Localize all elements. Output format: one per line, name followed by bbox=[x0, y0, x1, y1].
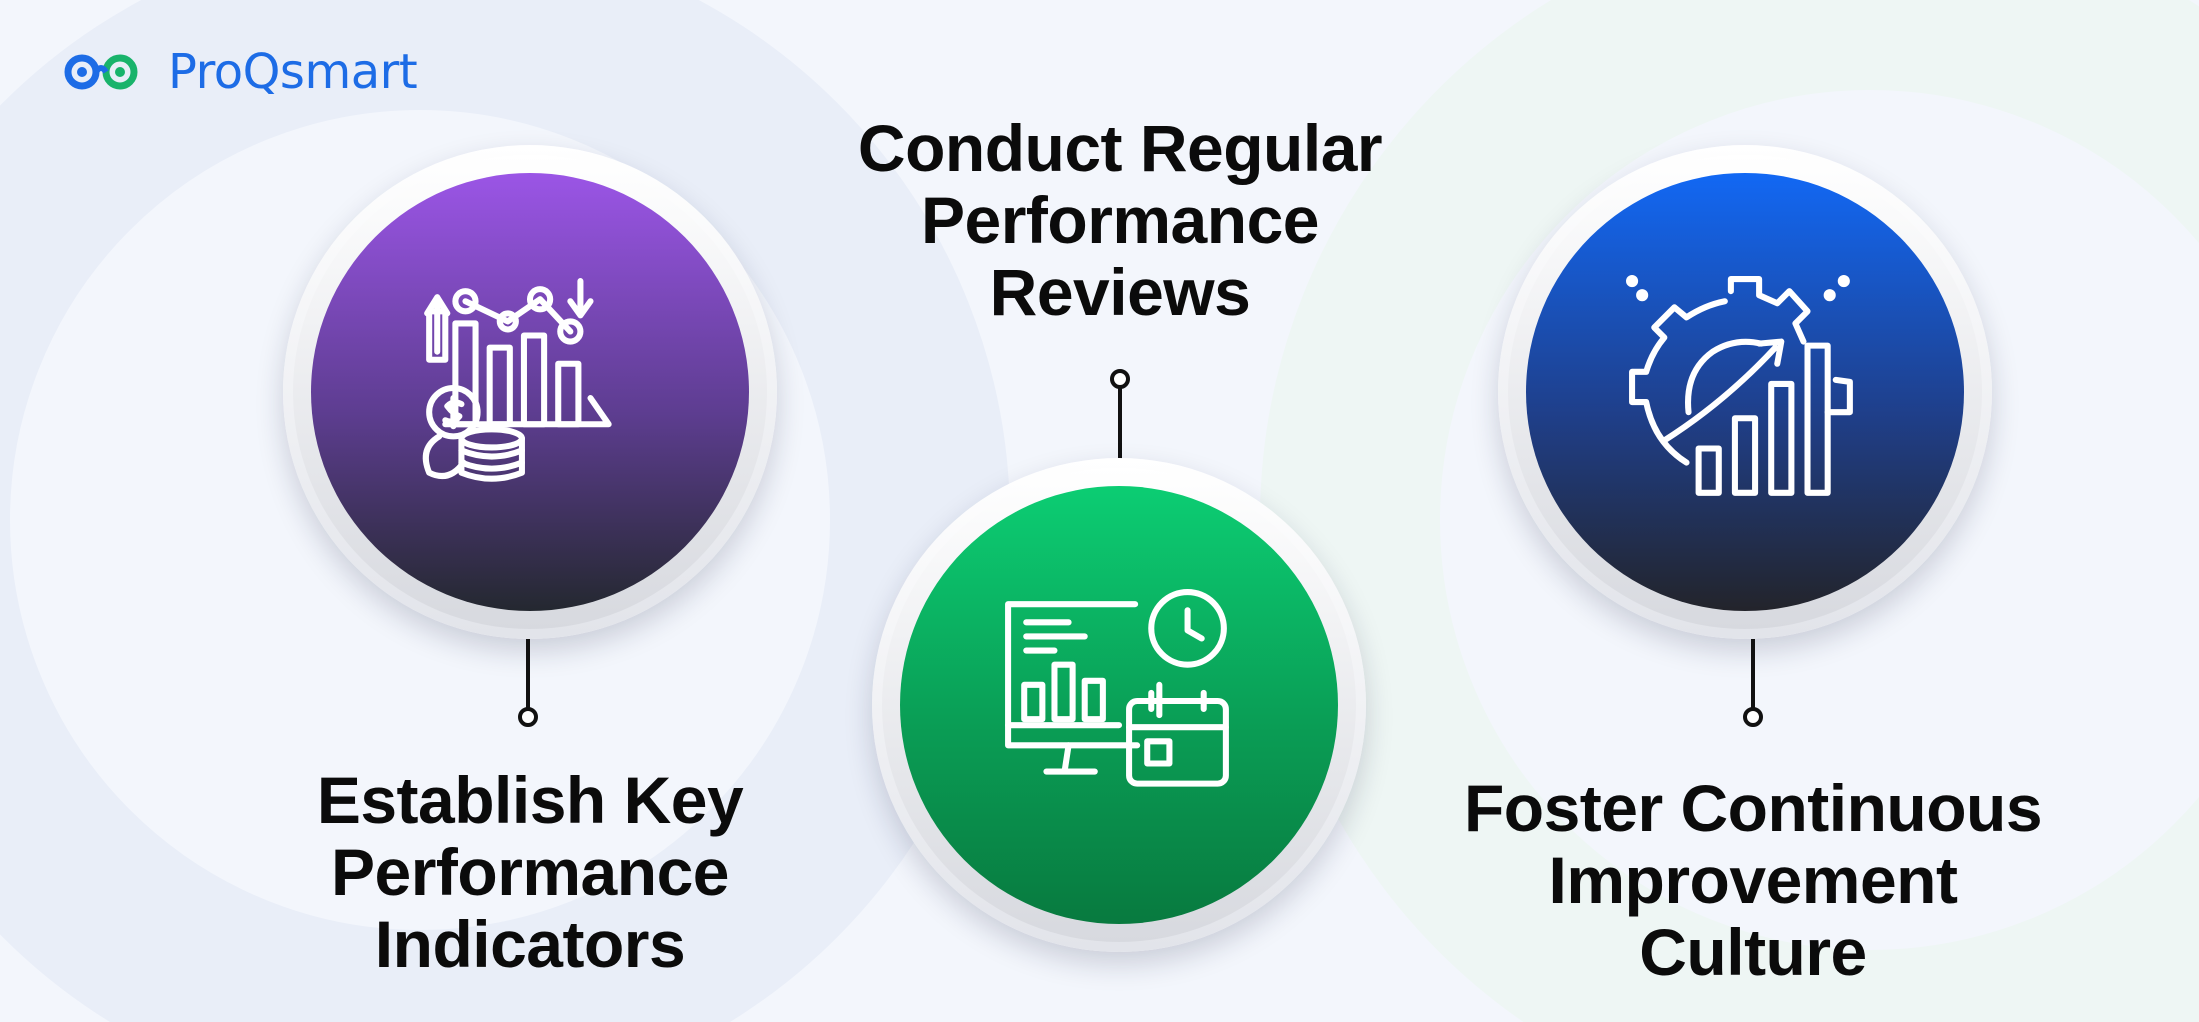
step-2-title: Conduct Regular Performance Reviews bbox=[857, 111, 1383, 329]
step-2-badge bbox=[872, 458, 1366, 952]
review-dashboard-icon bbox=[1005, 589, 1229, 787]
kpi-chart-icon bbox=[422, 278, 612, 482]
step-3-badge bbox=[1498, 145, 1992, 639]
step-1-dot bbox=[518, 707, 538, 727]
step-2-connector bbox=[1118, 385, 1122, 460]
step-3-disc bbox=[1526, 173, 1964, 611]
improvement-gear-icon bbox=[1626, 275, 1853, 496]
brand-name: ProQsmart bbox=[168, 44, 418, 100]
step-1-title: Establish Key Performance Indicators bbox=[316, 763, 744, 981]
step-3-connector bbox=[1751, 639, 1755, 711]
step-1-badge bbox=[283, 145, 777, 639]
brand-logo[interactable]: ProQsmart bbox=[60, 42, 418, 102]
step-2-disc bbox=[900, 486, 1338, 924]
step-3-dot bbox=[1743, 707, 1763, 727]
step-3-title: Foster Continuous Improvement Culture bbox=[1463, 771, 2043, 989]
step-1-disc bbox=[311, 173, 749, 611]
step-1-connector bbox=[526, 639, 530, 711]
proqsmart-logo-icon bbox=[64, 54, 138, 90]
